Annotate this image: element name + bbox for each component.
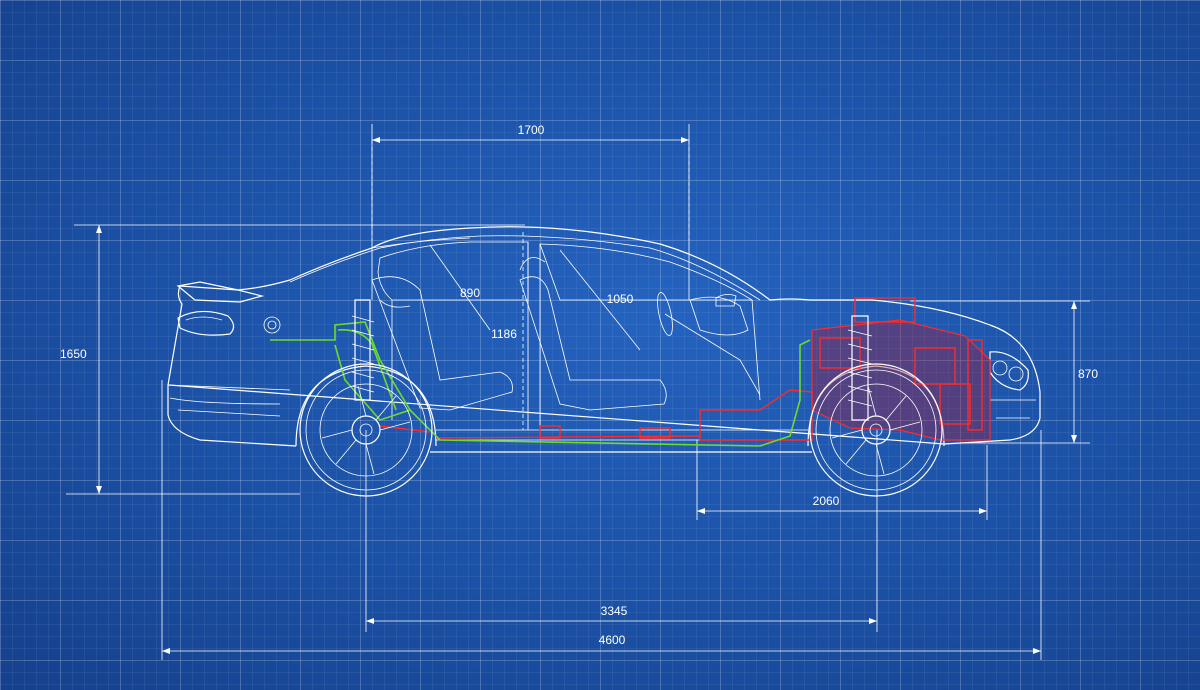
- dim-seat-height: 1186: [491, 327, 517, 341]
- dim-cabin-length: 1700: [518, 123, 545, 137]
- dim-wheelbase: 3345: [601, 604, 628, 618]
- dim-front-overhang: 2060: [813, 494, 840, 508]
- engine-bay: [379, 297, 991, 441]
- dim-front-height: 870: [1078, 367, 1098, 381]
- rear-suspension: [270, 321, 811, 447]
- dim-front-seat: 1050: [607, 292, 634, 306]
- dim-height: 1650: [60, 347, 87, 361]
- front-wheel: [809, 363, 943, 497]
- dimension-labels: 1700 1650 870 890 1186 1050 2060 3345 46…: [60, 123, 1098, 647]
- dimension-lines: [66, 124, 1090, 660]
- dim-overall-length: 4600: [599, 633, 626, 647]
- dim-rear-seat: 890: [460, 286, 480, 300]
- rear-wheel: [299, 363, 433, 497]
- springs: [351, 299, 873, 421]
